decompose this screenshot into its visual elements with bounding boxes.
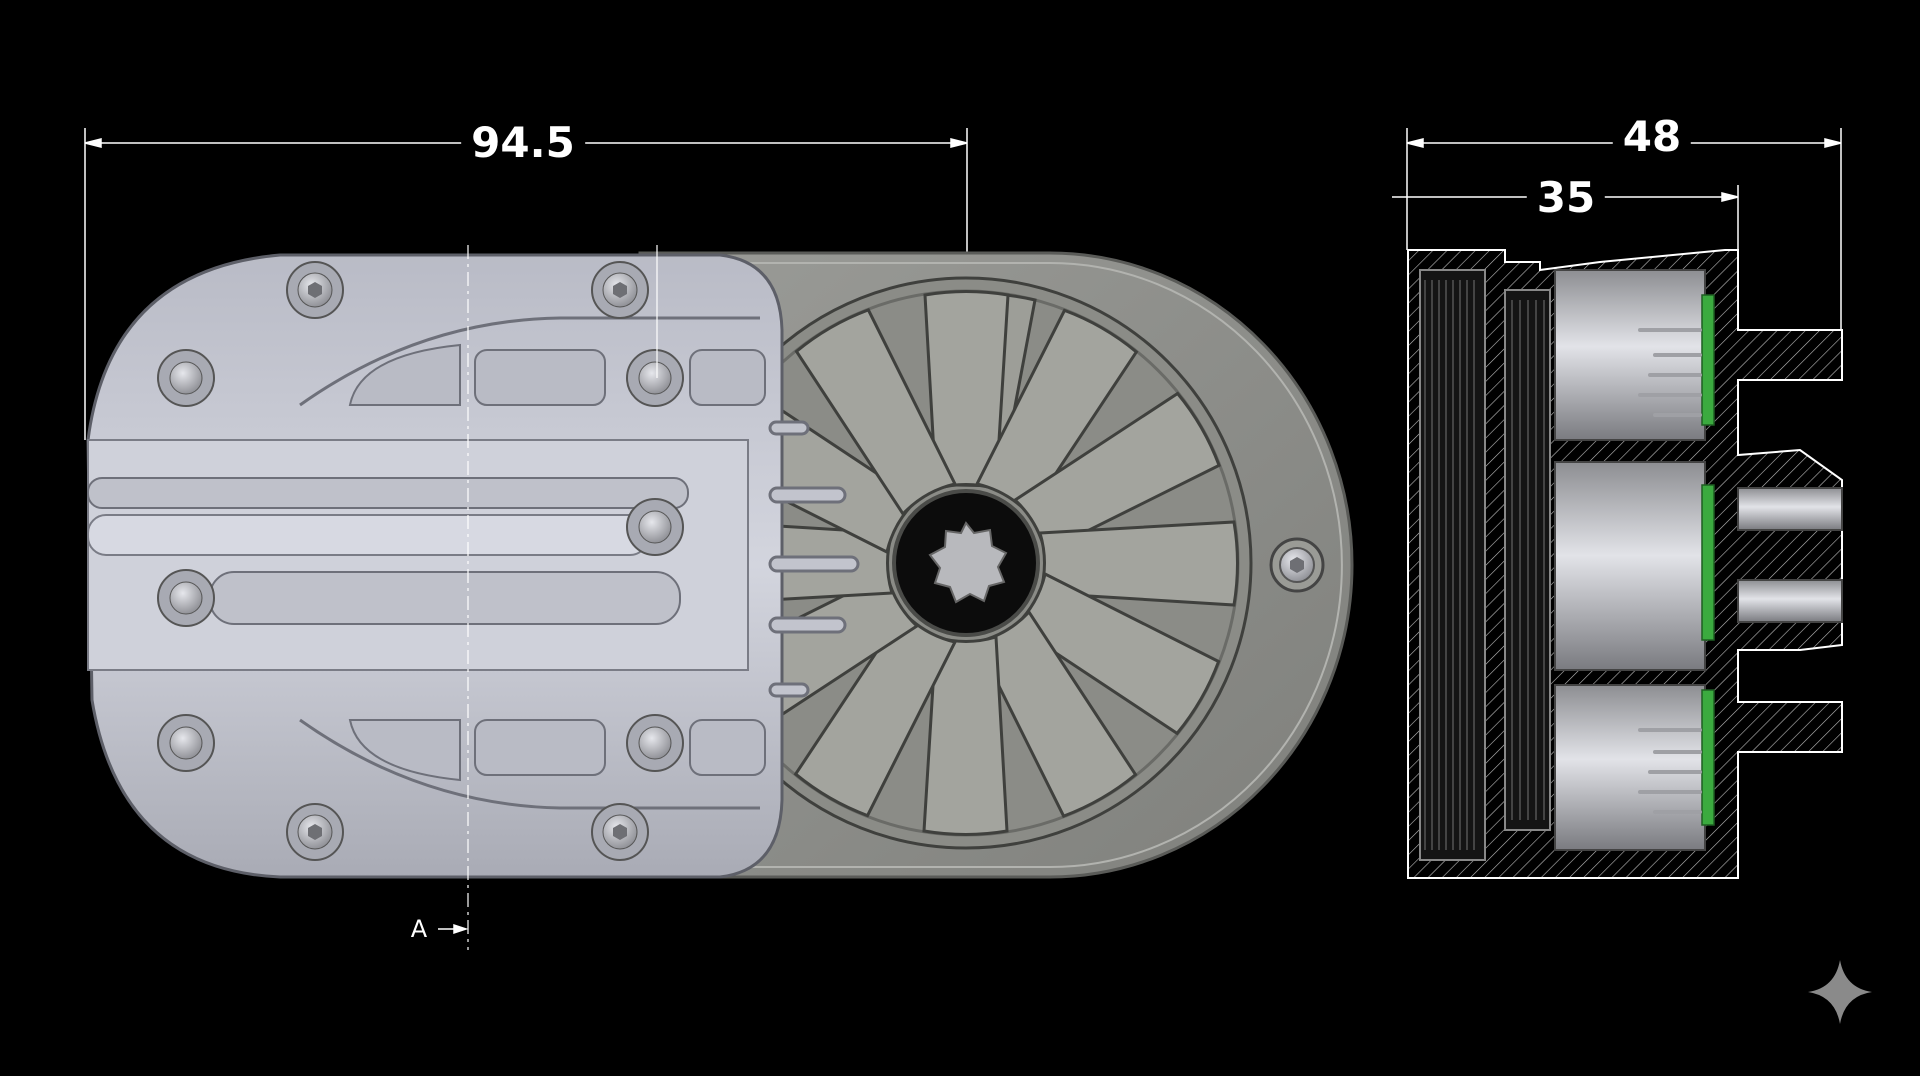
cover-plate bbox=[86, 253, 860, 879]
section-marker-a bbox=[438, 923, 469, 935]
dimension-label-overall: 94.5 bbox=[461, 122, 585, 164]
sparkle-icon bbox=[1808, 960, 1872, 1024]
section-view bbox=[1407, 249, 1843, 879]
mounting-screw bbox=[1269, 537, 1325, 593]
dimension-label-section-outer: 48 bbox=[1612, 116, 1692, 158]
section-marker-label: A bbox=[410, 915, 428, 943]
splined-hub bbox=[892, 489, 1040, 637]
centerlines bbox=[467, 245, 658, 950]
cover-screws bbox=[157, 261, 684, 861]
dimension-label-section-inner: 35 bbox=[1526, 177, 1606, 219]
